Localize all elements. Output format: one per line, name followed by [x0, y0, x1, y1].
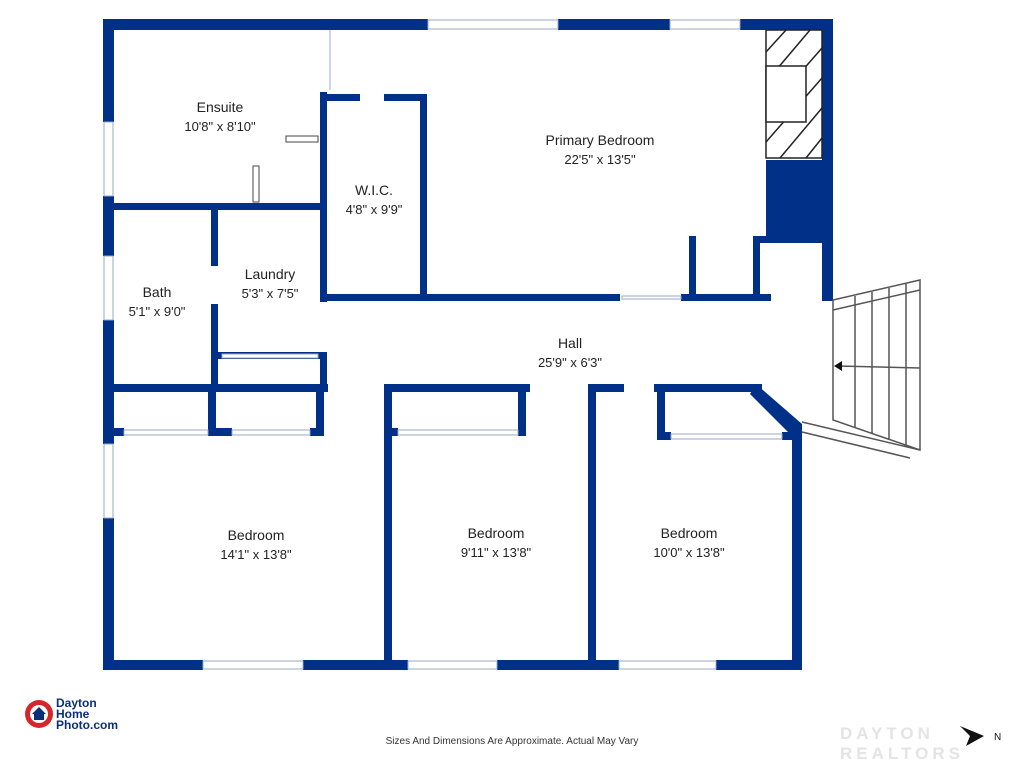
room-name-laundry: Laundry [245, 266, 296, 282]
room-name-ensuite: Ensuite [197, 99, 244, 115]
room-name-bedroom-3: Bedroom [661, 525, 718, 541]
stairs-icon [801, 279, 921, 459]
room-name-hall: Hall [558, 335, 582, 351]
dayton-home-photo-logo: Dayton Home Photo.com [24, 696, 164, 734]
windows [103, 19, 741, 670]
north-indicator: N [958, 722, 1008, 757]
fixture-marks [252, 135, 319, 203]
room-dims-laundry: 5'3" x 7'5" [242, 286, 299, 301]
room-name-wic: W.I.C. [355, 182, 393, 198]
room-dims-bedroom-1: 14'1" x 13'8" [220, 547, 292, 562]
room-dims-wic: 4'8" x 9'9" [346, 202, 403, 217]
fireplace-icon [765, 29, 823, 159]
exterior-walls [103, 19, 833, 670]
room-name-bedroom-1: Bedroom [228, 527, 285, 543]
room-name-bath: Bath [143, 284, 172, 300]
interior-walls [114, 92, 828, 670]
room-dims-hall: 25'9" x 6'3" [538, 355, 602, 370]
logo-line-3: Photo.com [56, 718, 118, 732]
closet-openings [123, 30, 783, 440]
north-label: N [994, 732, 1001, 743]
room-dims-ensuite: 10'8" x 8'10" [184, 119, 256, 134]
room-name-primary-bedroom: Primary Bedroom [546, 132, 655, 148]
room-labels: Ensuite 10'8" x 8'10" Primary Bedroom 22… [129, 99, 725, 562]
room-dims-bath: 5'1" x 9'0" [129, 304, 186, 319]
room-dims-bedroom-2: 9'11" x 13'8" [461, 545, 532, 560]
room-dims-primary-bedroom: 22'5" x 13'5" [564, 152, 636, 167]
logo-line-1: Dayton [56, 696, 97, 710]
realtors-watermark: DAYTON REALTORS [840, 724, 964, 763]
house-logo-icon [25, 700, 53, 728]
room-dims-bedroom-3: 10'0" x 13'8" [653, 545, 725, 560]
north-arrow-icon: N [960, 726, 1001, 746]
disclaimer-text: Sizes And Dimensions Are Approximate. Ac… [385, 736, 639, 747]
logo-line-2: Home [56, 707, 90, 721]
logo-text: Dayton Home Photo.com [56, 696, 118, 732]
room-name-bedroom-2: Bedroom [468, 525, 525, 541]
